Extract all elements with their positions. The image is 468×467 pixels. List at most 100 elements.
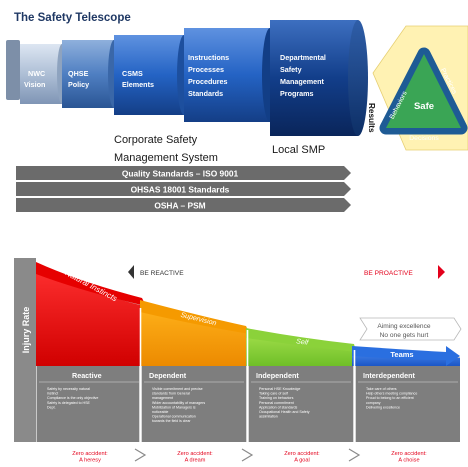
stage-bullet: noticeable: [152, 410, 168, 414]
zero-accident-text: A heresy: [79, 458, 101, 464]
segment-label-5d: Programs: [280, 89, 314, 98]
segment-label-4c: Procedures: [188, 77, 228, 86]
corporate-caption-line2: Management System: [114, 152, 218, 164]
segment-label-2b: Policy: [68, 80, 89, 89]
chevron-right-icon: [241, 448, 254, 462]
zero-accident-text: Zero accident:: [72, 451, 108, 457]
ribbon-self: [246, 328, 356, 352]
telescope-segment-3: [114, 35, 184, 115]
stage-heading: Independent: [256, 371, 299, 380]
aiming-line-2: No one gets hurt: [380, 332, 429, 339]
zero-accident-text: Zero accident:: [177, 451, 213, 457]
local-smp-caption: Local SMP: [272, 144, 325, 156]
zero-accident-text: Zero accident:: [284, 451, 320, 457]
telescope-eyepiece: [6, 40, 20, 100]
standards-bars: Quality Standards – ISO 9001 OHSAS 18001…: [16, 166, 351, 212]
stage-heading: Dependent: [149, 371, 187, 380]
stage-bullet: Proud to belong to an efficient: [366, 396, 414, 400]
stage-bullet: Personal commitment: [259, 401, 294, 405]
telescope-segment-1: [20, 44, 62, 104]
segment-label-4b: Processes: [188, 65, 224, 74]
segment-label-5b: Safety: [280, 65, 302, 74]
telescope-segment-4: [184, 28, 270, 122]
zero-accident-row: [0, 443, 468, 467]
fill-reactive: [36, 266, 140, 366]
triangle-side-bottom: Decisions: [409, 135, 439, 142]
standard-bar-1: [16, 166, 351, 180]
curve-sky: [36, 258, 460, 357]
aiming-chevron: [359, 317, 462, 341]
segment-label-3a: CSMS: [122, 69, 143, 78]
telescope: NWC Vision QHSE Policy CSMS Elements Ins…: [6, 20, 368, 136]
standard-bar-1-label: Quality Standards – ISO 9001: [122, 169, 239, 179]
stage-bullet: Help others meeting compliance: [366, 392, 417, 396]
chevron-right-icon: [348, 448, 361, 462]
corporate-caption-line1: Corporate Safety: [114, 134, 198, 146]
stage-bullet: Visible commitment and precise: [152, 387, 203, 391]
zero-accident-text: Zero accident:: [391, 451, 427, 457]
stage-bullet: Dept.: [47, 405, 56, 409]
standard-bar-2-label: OHSAS 18001 Standards: [131, 185, 230, 195]
ribbon-teams: [352, 346, 460, 366]
stage-bullet: Wider accountability of managers: [152, 401, 205, 405]
stage-bullet: Operational communication: [152, 415, 196, 419]
zero-accident-text: A dream: [185, 458, 206, 464]
y-axis-label: Injury Rate: [21, 307, 31, 354]
stage-bullet: Taking care of self: [259, 392, 288, 396]
segment-label-5a: Departmental: [280, 53, 326, 62]
stage-heading: Reactive: [72, 371, 102, 380]
stage-bullet: Take care of others: [366, 387, 397, 391]
stage-bullet: towards the field is clear: [152, 419, 191, 423]
triangle-core: [386, 54, 461, 128]
be-reactive-label: BE REACTIVE: [140, 270, 184, 277]
stage-column-dependent: [142, 366, 246, 442]
segment-label-2a: QHSE: [68, 69, 89, 78]
stage-bullet: Mobilization of Managers is: [152, 405, 196, 409]
stage-column-independent: [249, 366, 353, 442]
be-proactive-label: BE PROACTIVE: [364, 270, 413, 277]
safety-triangle: Safe Behaviors Practices Decisions: [372, 25, 468, 151]
segment-label-5c: Management: [280, 77, 325, 86]
standard-bar-3: [16, 198, 351, 212]
triangle-center: Safe: [414, 101, 434, 112]
segment-label-4d: Standards: [188, 89, 223, 98]
zero-accident-text: A goal: [294, 458, 310, 464]
stage-column-reactive: [37, 366, 139, 442]
stage-bullet: Safety by necessity natural: [47, 387, 90, 391]
culture-curve: Injury Rate Natural Instincts Supervisio…: [14, 258, 462, 442]
stage-bullet: assimilation: [259, 415, 278, 419]
left-arrow-icon: [128, 265, 134, 279]
ribbon-natural-instincts: [36, 262, 146, 306]
standard-bar-3-label: OSHA – PSM: [154, 201, 205, 211]
segment-label-3b: Elements: [122, 80, 154, 89]
stage-bullet: Training on behaviors: [259, 396, 294, 400]
zero-accident-text: A choise: [398, 458, 419, 464]
standard-bar-2: [16, 182, 351, 196]
stage-bullet: standards from General: [152, 392, 190, 396]
injury-rate-bar: [14, 258, 36, 442]
stage-bullet: Safety is delegated to HSE: [47, 401, 91, 405]
page-title: The Safety Telescope: [14, 12, 131, 24]
ribbon-supervision: [140, 300, 250, 334]
stage-bullet: Application of standards: [259, 405, 298, 409]
telescope-segment-2: [62, 40, 114, 108]
fill-dependent: [140, 305, 246, 366]
stage-heading: Interdependent: [363, 371, 416, 380]
segment-label-1a: NWC: [28, 69, 45, 78]
stage-bullet: instinct: [47, 392, 58, 396]
right-arrow-icon: [438, 265, 445, 279]
ribbon-label-teams: Teams: [390, 350, 413, 359]
segment-label-4a: Instructions: [188, 53, 229, 62]
stage-bullet: management: [152, 396, 173, 400]
telescope-lens: [348, 20, 368, 136]
stage-column-interdependent: [356, 366, 460, 442]
chevron-right-icon: [134, 448, 147, 462]
ribbon-label-self: Self: [296, 338, 310, 347]
stage-bullet: company: [366, 401, 381, 405]
stage-bullet: Compliance is the only objective: [47, 396, 98, 400]
telescope-segment-5: [270, 20, 358, 136]
results-label: Results: [367, 103, 376, 133]
